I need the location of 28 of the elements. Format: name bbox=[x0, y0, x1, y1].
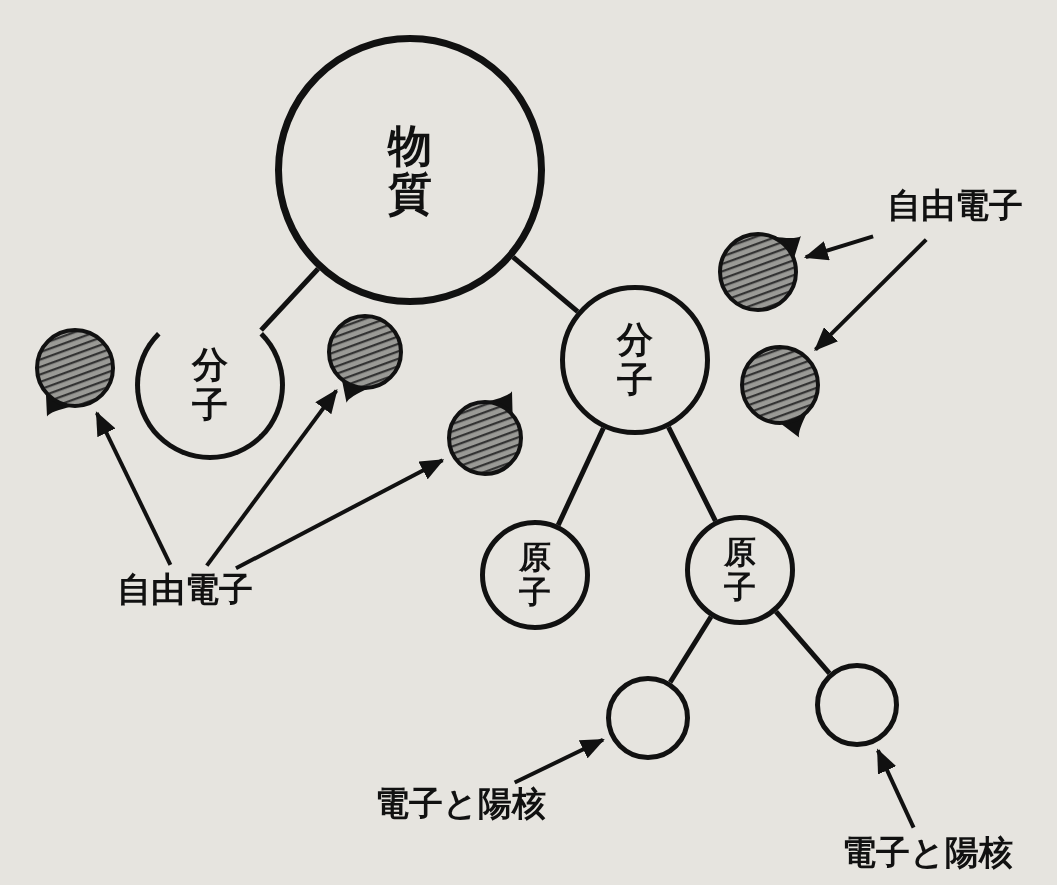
connector-line bbox=[555, 426, 606, 527]
arrow bbox=[205, 389, 338, 567]
arrow bbox=[803, 234, 874, 261]
connector-line bbox=[668, 615, 714, 684]
node-label: 分子 bbox=[617, 320, 653, 400]
circle-node bbox=[275, 35, 545, 305]
arrow bbox=[95, 411, 173, 566]
callout-label: 電子と陽核 bbox=[800, 835, 1055, 881]
callout-label: 自由電子 bbox=[70, 572, 300, 618]
circle-node bbox=[560, 285, 710, 435]
circle-node bbox=[685, 515, 795, 625]
connector-line bbox=[511, 255, 580, 314]
connector-line bbox=[259, 267, 320, 332]
node-label: 原子 bbox=[724, 534, 756, 606]
circle-node bbox=[480, 520, 590, 630]
callout-label: 電子と陽核 bbox=[330, 786, 590, 832]
arrow bbox=[235, 458, 445, 571]
circle-node bbox=[815, 663, 899, 747]
node-label: 物質 bbox=[388, 121, 432, 219]
connector-line bbox=[774, 609, 832, 675]
arrow bbox=[814, 238, 928, 352]
circle-node bbox=[606, 676, 690, 760]
node-label: 分子 bbox=[192, 345, 228, 425]
node-label: 原子 bbox=[519, 539, 551, 611]
arrow bbox=[513, 738, 605, 785]
connector-line bbox=[666, 426, 718, 522]
arrow bbox=[876, 748, 916, 829]
callout-label: 自由電子 bbox=[855, 188, 1055, 234]
